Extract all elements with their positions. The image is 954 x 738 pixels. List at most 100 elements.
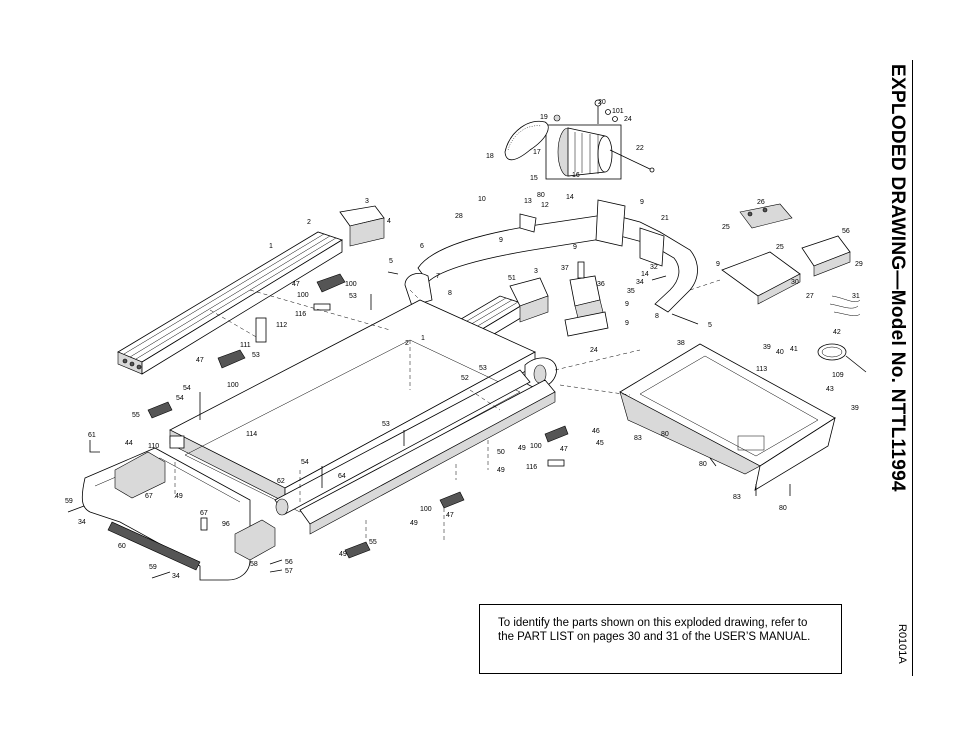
callout: 3 <box>365 198 369 205</box>
callout: 25 <box>722 224 730 231</box>
drawing-code: R0101A <box>892 624 912 684</box>
callout: 9 <box>625 320 629 327</box>
callout: 5 <box>708 322 712 329</box>
callout: 116 <box>526 464 537 471</box>
callout: 5 <box>389 258 393 265</box>
callout: 27 <box>806 293 814 300</box>
callout: 25 <box>776 244 784 251</box>
callout: 53 <box>349 293 357 300</box>
callout: 31 <box>852 293 860 300</box>
callout: 111 <box>240 342 251 349</box>
callout: 9 <box>640 199 644 206</box>
callout: 49 <box>518 445 526 452</box>
callout: 24 <box>590 347 598 354</box>
callout: 26 <box>757 199 765 206</box>
callout: 60 <box>118 543 126 550</box>
callout: 22 <box>636 145 644 152</box>
callout: 113 <box>756 366 767 373</box>
drive-belt <box>504 120 549 161</box>
callout: 15 <box>530 175 538 182</box>
callout: 55 <box>369 539 377 546</box>
callout: 41 <box>790 346 798 353</box>
leader-lines <box>174 279 721 540</box>
callout: 35 <box>627 288 635 295</box>
callout: 53 <box>382 421 390 428</box>
callout: 56 <box>842 228 850 235</box>
hardware-bolts <box>67 271 791 579</box>
callout: 100 <box>227 382 239 389</box>
callout: 55 <box>132 412 140 419</box>
callout: 44 <box>125 440 133 447</box>
callout: 54 <box>176 395 184 402</box>
callout: 83 <box>733 494 741 501</box>
callout: 10 <box>478 196 486 203</box>
callout: 52 <box>461 375 469 382</box>
callout: 9 <box>716 261 720 268</box>
wire-harness <box>829 295 861 316</box>
left-rail <box>117 231 343 375</box>
callout: 19 <box>540 114 548 121</box>
callout: 80 <box>661 431 669 438</box>
callout: 59 <box>149 564 157 571</box>
callout: 12 <box>541 202 549 209</box>
callout: 100 <box>530 443 542 450</box>
callout: 50 <box>497 449 505 456</box>
callout: 58 <box>250 561 258 568</box>
callout: 59 <box>65 498 73 505</box>
motor-assembly <box>545 124 655 180</box>
front-roller <box>524 357 557 388</box>
title-divider <box>912 60 913 676</box>
callout: 53 <box>252 352 260 359</box>
callout: 67 <box>145 493 153 500</box>
callout: 43 <box>826 386 834 393</box>
drawing-title: EXPLODED DRAWING—Model No. NTTL11994 <box>868 64 918 550</box>
callout: 1 <box>421 335 425 342</box>
callout: 32 <box>650 264 658 271</box>
drawing-title-text: EXPLODED DRAWING—Model No. NTTL11994 <box>887 64 908 492</box>
callout: 116 <box>295 311 306 318</box>
callout: 109 <box>832 372 844 379</box>
callout: 54 <box>183 385 191 392</box>
callout: 51 <box>508 275 516 282</box>
callout: 36 <box>597 281 605 288</box>
callout: 67 <box>200 510 208 517</box>
callout: 9 <box>573 244 577 251</box>
base-pan <box>619 343 836 491</box>
callout: 30 <box>791 279 799 286</box>
callout: 17 <box>533 149 541 156</box>
callout: 34 <box>172 573 180 580</box>
callout: 49 <box>339 551 347 558</box>
callout: 80 <box>537 192 545 199</box>
callout: 13 <box>524 198 532 205</box>
note-box: To identify the parts shown on this expl… <box>479 604 842 674</box>
callout: 7 <box>436 273 440 280</box>
callout: 20 <box>598 99 606 106</box>
callout: 8 <box>655 313 659 320</box>
callout: 100 <box>420 506 432 513</box>
callout: 114 <box>246 431 257 438</box>
drawing-code-text: R0101A <box>896 624 908 664</box>
motor-plate <box>721 251 801 305</box>
callout: 80 <box>779 505 787 512</box>
callout: 46 <box>592 428 600 435</box>
callout: 47 <box>560 446 568 453</box>
callout: 14 <box>641 271 649 278</box>
power-cord <box>817 343 867 373</box>
callout: 42 <box>833 329 841 336</box>
callout: 3 <box>534 268 538 275</box>
callout: 8 <box>448 290 452 297</box>
callout: 28 <box>455 213 463 220</box>
callout: 53 <box>479 365 487 372</box>
callout-labels: 20 101 24 19 22 17 18 16 15 80 14 12 13 … <box>65 99 863 580</box>
pads <box>147 273 569 559</box>
callout: 14 <box>566 194 574 201</box>
callout: 9 <box>499 237 503 244</box>
callout: 29 <box>855 261 863 268</box>
incline-motor <box>564 261 609 337</box>
upright-frame <box>404 199 698 313</box>
callout: 34 <box>636 279 644 286</box>
callout: 49 <box>175 493 183 500</box>
callout: 96 <box>222 521 230 528</box>
callout: 45 <box>596 440 604 447</box>
